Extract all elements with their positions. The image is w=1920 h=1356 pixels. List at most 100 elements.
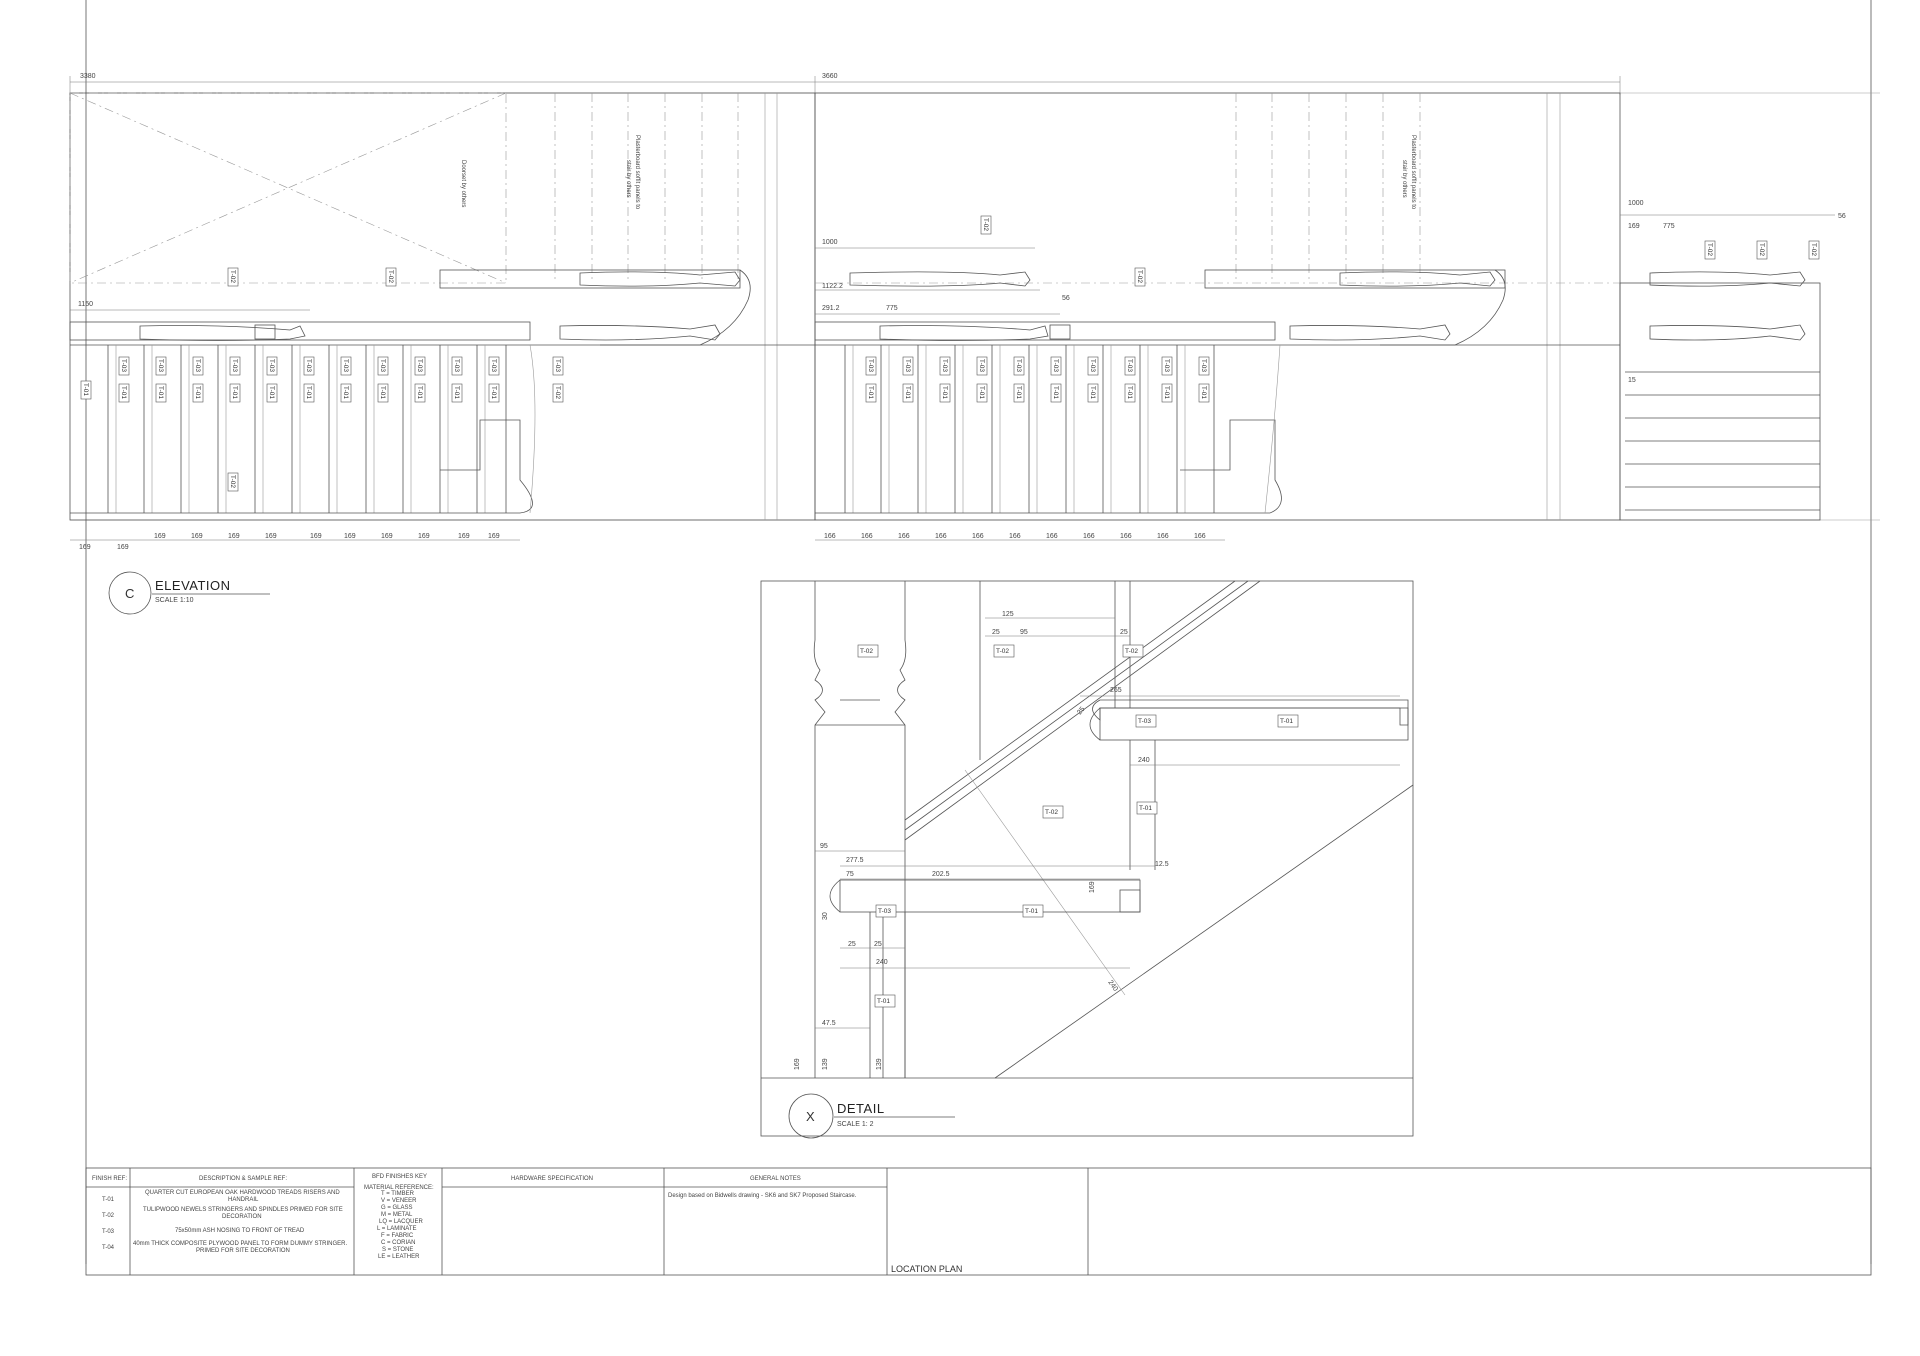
svg-text:T-01: T-01 [1280, 718, 1293, 725]
tag-t03: T-03 [155, 356, 167, 376]
svg-text:166: 166 [898, 533, 910, 540]
tag-t01: T-01 [939, 383, 951, 403]
general-header: GENERAL NOTES [750, 1176, 801, 1182]
svg-text:LE = LEATHER: LE = LEATHER [378, 1254, 420, 1260]
tag-t03: T-03 [488, 356, 500, 376]
svg-text:169: 169 [310, 533, 322, 540]
svg-text:T-03: T-03 [490, 359, 497, 372]
tag-t03: T-03 [414, 356, 426, 376]
finish-row: T-02 TULIPWOOD NEWELS STRINGERS AND SPIN… [102, 1207, 343, 1220]
dim-1000b: 1000 [1628, 200, 1644, 207]
svg-text:MATERIAL REFERENCE:: MATERIAL REFERENCE: [364, 1185, 434, 1191]
svg-text:LQ = LACQUER: LQ = LACQUER [379, 1219, 424, 1225]
tag-t03: T-03 [875, 904, 897, 918]
svg-text:166: 166 [1046, 533, 1058, 540]
dim-15: 15 [1628, 377, 1636, 384]
svg-text:T-01: T-01 [877, 998, 890, 1005]
svg-text:L = LAMINATE: L = LAMINATE [377, 1226, 417, 1232]
bfd-header: BFD FINISHES KEY [372, 1174, 427, 1180]
material-key: MATERIAL REFERENCE: T = TIMBER V = VENEE… [364, 1185, 434, 1260]
svg-text:T-02: T-02 [387, 270, 394, 283]
detail-title: DETAIL [837, 1101, 885, 1116]
tag-t01: T-01 [1124, 383, 1136, 403]
detail-scale: SCALE 1: 2 [837, 1121, 874, 1128]
svg-text:T-02: T-02 [982, 218, 989, 231]
tag-t01: T-01 [488, 383, 500, 403]
svg-text:47.5: 47.5 [822, 1020, 836, 1027]
svg-text:T-03: T-03 [554, 359, 561, 372]
svg-text:PRIMED FOR SITE DECORATION: PRIMED FOR SITE DECORATION [196, 1248, 290, 1254]
svg-text:95: 95 [1020, 629, 1028, 636]
tag-group-right: T-02 T-02 T-03 T-01 T-03 T-01 T-03 T-01 … [865, 215, 1210, 403]
svg-text:169: 169 [488, 533, 500, 540]
tag-t02: T-02 [385, 267, 397, 287]
svg-text:166: 166 [1194, 533, 1206, 540]
svg-text:169: 169 [794, 1058, 801, 1070]
svg-text:T-01: T-01 [1025, 908, 1038, 915]
note-soffit-a: Plasterboard soffit panels to [634, 135, 640, 210]
svg-text:T-03: T-03 [867, 359, 874, 372]
tag-t01: T-01 [340, 383, 352, 403]
tag-t02: T-02 [227, 472, 239, 492]
tag-t03: T-03 [451, 356, 463, 376]
dim-1122: 1122.2 [822, 283, 843, 290]
elevation-marker: C [125, 586, 134, 601]
svg-text:T-03: T-03 [1163, 359, 1170, 372]
tag-t02: T-02 [1042, 805, 1064, 819]
svg-text:T-01: T-01 [867, 386, 874, 399]
svg-text:125: 125 [1002, 611, 1014, 618]
detail-marker: X [806, 1109, 815, 1124]
svg-text:T-01: T-01 [120, 386, 127, 399]
general-note: Design based on Bidwells drawing - SK6 a… [668, 1193, 857, 1199]
tag-t01: T-01 [118, 383, 130, 403]
bottom-dims-right: 166 166 166 166 166 166 166 166 166 166 … [815, 533, 1225, 541]
tag-t01: T-01 [865, 383, 877, 403]
tag-t03: T-03 [939, 356, 951, 376]
tag-t03: T-03 [266, 356, 278, 376]
svg-text:T-02: T-02 [1706, 243, 1713, 256]
svg-text:T-02: T-02 [996, 648, 1009, 655]
svg-text:166: 166 [1009, 533, 1021, 540]
svg-text:T-03: T-03 [102, 1229, 115, 1235]
svg-text:240: 240 [876, 959, 888, 966]
svg-text:T-01: T-01 [453, 386, 460, 399]
svg-text:240: 240 [1138, 757, 1150, 764]
svg-text:T-04: T-04 [102, 1245, 115, 1251]
tag-t03: T-03 [1050, 356, 1062, 376]
svg-text:T-03: T-03 [305, 359, 312, 372]
dim-775a: 775 [886, 305, 898, 312]
detail-marker-circle [788, 1093, 834, 1139]
svg-text:T-03: T-03 [1126, 359, 1133, 372]
elevation-marker-circle [108, 571, 152, 615]
svg-text:T-01: T-01 [978, 386, 985, 399]
svg-text:169: 169 [265, 533, 277, 540]
tag-t01: T-01 [874, 994, 896, 1008]
finish-row: T-03 75x50mm ASH NOSING TO FRONT OF TREA… [102, 1228, 305, 1235]
svg-text:265: 265 [1110, 687, 1122, 694]
svg-text:T = TIMBER: T = TIMBER [381, 1191, 415, 1197]
tag-t02: T-02 [1704, 240, 1716, 260]
tag-t01: T-01 [1198, 383, 1210, 403]
note-doorset: Doorset by others [460, 160, 466, 207]
svg-text:T-03: T-03 [120, 359, 127, 372]
svg-text:C = CORIAN: C = CORIAN [381, 1240, 416, 1246]
svg-text:277.5: 277.5 [846, 857, 864, 864]
description-header: DESCRIPTION & SAMPLE REF: [199, 1176, 287, 1182]
tag-t03: T-03 [1198, 356, 1210, 376]
svg-text:T-03: T-03 [379, 359, 386, 372]
note-soffit-right-b: stair by others [1401, 160, 1407, 198]
svg-text:169: 169 [381, 533, 393, 540]
tag-t03: T-03 [229, 356, 241, 376]
finish-ref-header: FINISH REF: [92, 1176, 127, 1182]
tag-t03: T-03 [303, 356, 315, 376]
svg-text:T-03: T-03 [941, 359, 948, 372]
svg-text:T-03: T-03 [194, 359, 201, 372]
tag-t01: T-01 [1022, 904, 1044, 918]
tag-t03: T-03 [552, 356, 564, 376]
tag-group-endview: T-02 T-02 T-02 [1704, 240, 1820, 260]
sheet-border [70, 0, 1880, 1264]
tag-t02: T-02 [227, 267, 239, 287]
svg-text:T-01: T-01 [157, 386, 164, 399]
svg-text:169: 169 [418, 533, 430, 540]
tag-t01: T-01 [976, 383, 988, 403]
